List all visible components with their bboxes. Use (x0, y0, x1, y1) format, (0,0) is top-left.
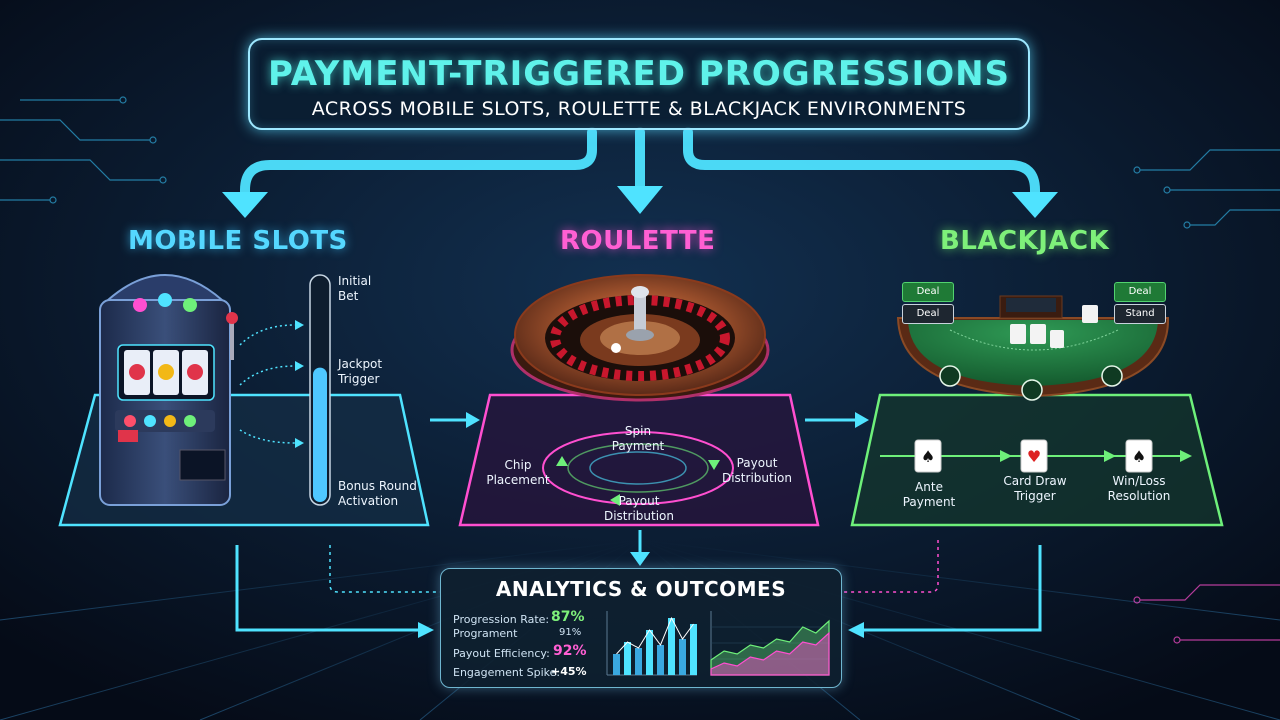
roulette-flow-rings (542, 431, 734, 505)
title-box: PAYMENT-TRIGGERED PROGRESSIONS ACROSS MO… (248, 38, 1030, 130)
analytics-bar-chart (606, 611, 697, 676)
metric-programent-label: Programent (453, 627, 518, 640)
blackjack-stand-button[interactable]: Stand (1114, 304, 1166, 324)
metric-payout-efficiency-label: Payout Efficiency: (453, 647, 550, 660)
metric-progression-rate-label: Progression Rate: (453, 613, 550, 626)
title-branch-arrows (240, 127, 1040, 205)
platform-connectors (430, 412, 869, 428)
page-title: PAYMENT-TRIGGERED PROGRESSIONS (267, 54, 1011, 94)
blackjack-deal-button-3[interactable]: Deal (1114, 282, 1166, 302)
analytics-bar (690, 624, 697, 675)
metric-engagement-spike-label: Engagement Spike: (453, 666, 561, 679)
blackjack-deal-button-1[interactable]: Deal (902, 282, 954, 302)
slot-machine-illustration (99, 274, 238, 506)
analytics-area-chart (710, 611, 830, 676)
slots-stage-initial-bet: Initial Bet (338, 274, 372, 303)
section-label-blackjack: BLACKJACK (940, 226, 1110, 256)
slots-stage-jackpot-trigger: Jackpot Trigger (338, 357, 383, 386)
slot-stage-links (239, 324, 296, 444)
analytics-bar (668, 618, 675, 675)
circuit-traces-left (0, 96, 167, 204)
analytics-bar (657, 645, 664, 675)
svg-text:♠: ♠ (921, 447, 935, 466)
analytics-panel: ANALYTICS & OUTCOMES Progression Rate: 8… (440, 568, 842, 688)
analytics-bar (613, 654, 620, 675)
blackjack-stage-card-draw-trigger: Card Draw Trigger (1003, 474, 1067, 503)
section-label-roulette: ROULETTE (560, 226, 716, 256)
roulette-stage-payout-distribution-right: Payout Distribution (721, 456, 792, 485)
metric-engagement-spike-value: +45% (551, 665, 587, 678)
svg-text:♠: ♠ (1132, 447, 1146, 466)
analytics-connectors (235, 530, 1042, 632)
analytics-bar (624, 642, 631, 675)
blackjack-table-illustration (896, 295, 1170, 401)
analytics-area-series-a (710, 619, 830, 676)
metric-payout-efficiency-value: 92% (553, 643, 587, 659)
analytics-bar (679, 639, 686, 675)
roulette-wheel-illustration (510, 274, 770, 402)
analytics-area-series-b (710, 631, 830, 676)
analytics-bar (635, 648, 642, 675)
page-subtitle: ACROSS MOBILE SLOTS, ROULETTE & BLACKJAC… (311, 98, 967, 120)
slots-stage-bonus-round: Bonus Round Activation (338, 479, 417, 508)
roulette-stage-chip-placement: Chip Placement (486, 458, 550, 487)
blackjack-stage-win-loss-resolution: Win/Loss Resolution (1107, 474, 1171, 503)
blackjack-stage-ante-payment: Ante Payment (902, 480, 956, 509)
circuit-traces-right (1133, 149, 1280, 229)
roulette-stage-payout-distribution-bottom: Payout Distribution (603, 494, 674, 523)
circuit-traces-bottom-right (1133, 584, 1280, 644)
slots-progress-fill (313, 367, 327, 502)
roulette-stage-spin-payment: Spin Payment (611, 424, 665, 453)
analytics-bar-trendline (616, 616, 694, 655)
analytics-bar (646, 630, 653, 675)
metric-progression-rate-value: 87% (551, 609, 585, 625)
analytics-title: ANALYTICS & OUTCOMES (495, 577, 787, 601)
blackjack-deal-button-2[interactable]: Deal (902, 304, 954, 324)
metric-programent-value: 91% (559, 627, 582, 638)
blackjack-cards: ♠ ♥ ♠ (914, 439, 1153, 473)
title-branch-arrowheads (222, 186, 1058, 218)
svg-text:♥: ♥ (1027, 447, 1041, 466)
section-label-slots: MOBILE SLOTS (128, 226, 348, 256)
